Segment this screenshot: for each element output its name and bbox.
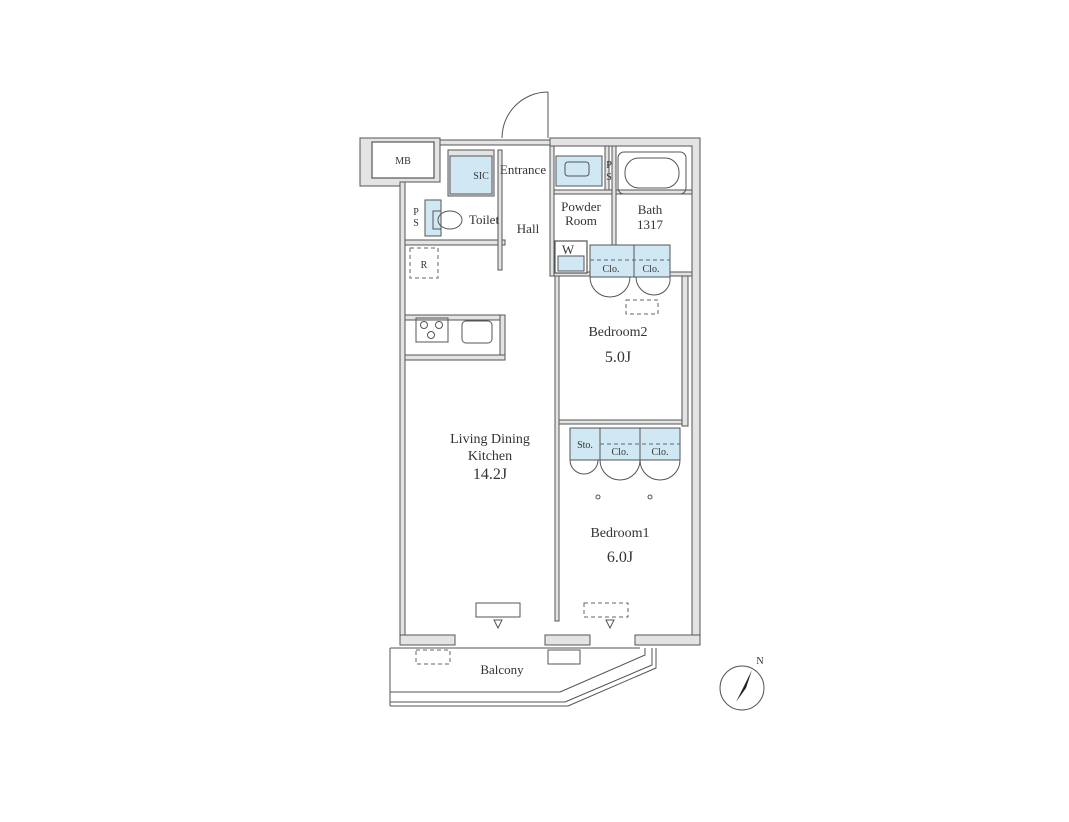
clo-label-1: Clo. xyxy=(603,264,620,275)
r-label: R xyxy=(421,260,428,271)
bedroom1-label: Bedroom1 xyxy=(590,526,649,541)
washer xyxy=(554,240,588,274)
toilet-fixture xyxy=(424,199,463,237)
balcony-outline xyxy=(389,647,657,707)
ldk-label-1: Living Dining xyxy=(450,432,530,447)
ldk-size-label: 14.2J xyxy=(473,466,507,483)
bedroom2-label: Bedroom2 xyxy=(588,325,647,340)
entrance-door xyxy=(501,91,549,139)
kitchen-sink xyxy=(461,320,493,344)
clo-label-2: Clo. xyxy=(643,264,660,275)
bedroom2-closets xyxy=(589,244,671,315)
mb-label: MB xyxy=(395,156,411,167)
clo-label-3: Clo. xyxy=(612,447,629,458)
toilet-label: Toilet xyxy=(469,212,500,227)
stove xyxy=(415,317,449,343)
bedroom1-closets xyxy=(569,427,681,500)
powder-room-label: Powder xyxy=(561,199,601,214)
ps-left-label: P xyxy=(413,207,419,218)
sic-closet xyxy=(449,155,493,195)
ldk-aircon xyxy=(475,602,521,618)
sto-label: Sto. xyxy=(577,440,593,451)
entrance-label: Entrance xyxy=(500,162,546,177)
bedroom1-aircon xyxy=(583,602,629,618)
sic-label: SIC xyxy=(473,171,489,182)
ldk-label-2: Kitchen xyxy=(468,449,512,464)
ps-left-label-2: S xyxy=(413,218,419,229)
clo-label-4: Clo. xyxy=(652,447,669,458)
bath-label: Bath xyxy=(638,202,663,217)
bathtub xyxy=(617,151,687,195)
north-compass: N xyxy=(719,656,765,711)
bedroom2-size-label: 5.0J xyxy=(605,349,631,366)
hall-label: Hall xyxy=(517,221,540,236)
w-label: W xyxy=(562,242,575,257)
powder-room-label-2: Room xyxy=(565,213,597,228)
ps-right-label-2: S xyxy=(606,172,612,183)
bath-size-label: 1317 xyxy=(637,217,664,232)
balcony-label: Balcony xyxy=(480,662,524,677)
compass-n-label: N xyxy=(756,656,763,667)
bedroom1-size-label: 6.0J xyxy=(607,549,633,566)
ps-right-label: P xyxy=(606,160,612,171)
refrigerator xyxy=(409,247,439,279)
powder-room-sink xyxy=(555,155,603,187)
